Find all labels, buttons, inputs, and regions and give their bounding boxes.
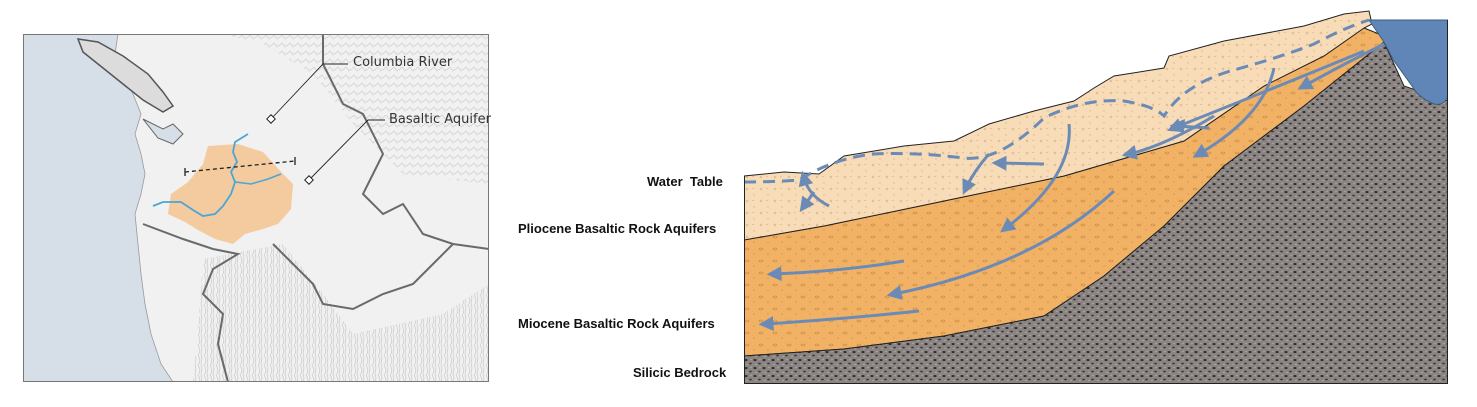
pliocene-layer bbox=[743, 10, 1373, 241]
flow-arrow bbox=[1192, 67, 1276, 158]
pliocene-aquifer-label: Pliocene Basaltic Rock Aquifers bbox=[518, 221, 717, 236]
cross-section-diagram bbox=[743, 6, 1449, 385]
flow-arrow bbox=[1169, 118, 1210, 134]
map-svg bbox=[23, 33, 490, 383]
state-border bbox=[322, 34, 490, 250]
columbia-river bbox=[152, 133, 249, 217]
columbia-river-label: Columbia River bbox=[353, 55, 453, 70]
snake-river bbox=[234, 173, 282, 185]
aquifer-leader-marker bbox=[304, 175, 314, 185]
island bbox=[76, 38, 175, 113]
section-svg bbox=[743, 10, 1449, 385]
state-border-east bbox=[272, 243, 454, 311]
river-leader-marker bbox=[266, 114, 276, 124]
aquifer-leader-line bbox=[308, 119, 385, 181]
puget-shore bbox=[142, 118, 184, 145]
mountain-texture bbox=[193, 244, 489, 382]
silicic-bedrock-label: Silicic Bedrock bbox=[633, 365, 727, 380]
state-border-south bbox=[142, 223, 241, 383]
cross-section-line bbox=[184, 160, 296, 173]
flow-arrow bbox=[1167, 49, 1365, 133]
map-frame bbox=[23, 34, 489, 382]
flow-arrow bbox=[799, 191, 816, 213]
river-leader-line bbox=[270, 63, 348, 120]
north-texture bbox=[223, 34, 489, 184]
flow-arrows bbox=[758, 42, 1385, 331]
flow-arrow bbox=[758, 309, 920, 331]
basaltic-aquifer-label: Basaltic Aquifer bbox=[389, 112, 491, 127]
flow-arrow bbox=[1121, 114, 1215, 160]
water-table-label: Water Table bbox=[647, 174, 723, 189]
flow-arrow bbox=[962, 153, 991, 195]
flow-arrow bbox=[766, 259, 905, 282]
lake bbox=[1368, 19, 1449, 105]
flow-arrow bbox=[1000, 123, 1071, 233]
flow-arrow bbox=[1297, 42, 1385, 90]
flow-arrow bbox=[886, 189, 1116, 300]
miocene-aquifer-label: Miocene Basaltic Rock Aquifers bbox=[518, 316, 715, 331]
location-map: Columbia River Basaltic Aquifer bbox=[23, 33, 491, 383]
flow-arrow bbox=[991, 155, 1045, 171]
